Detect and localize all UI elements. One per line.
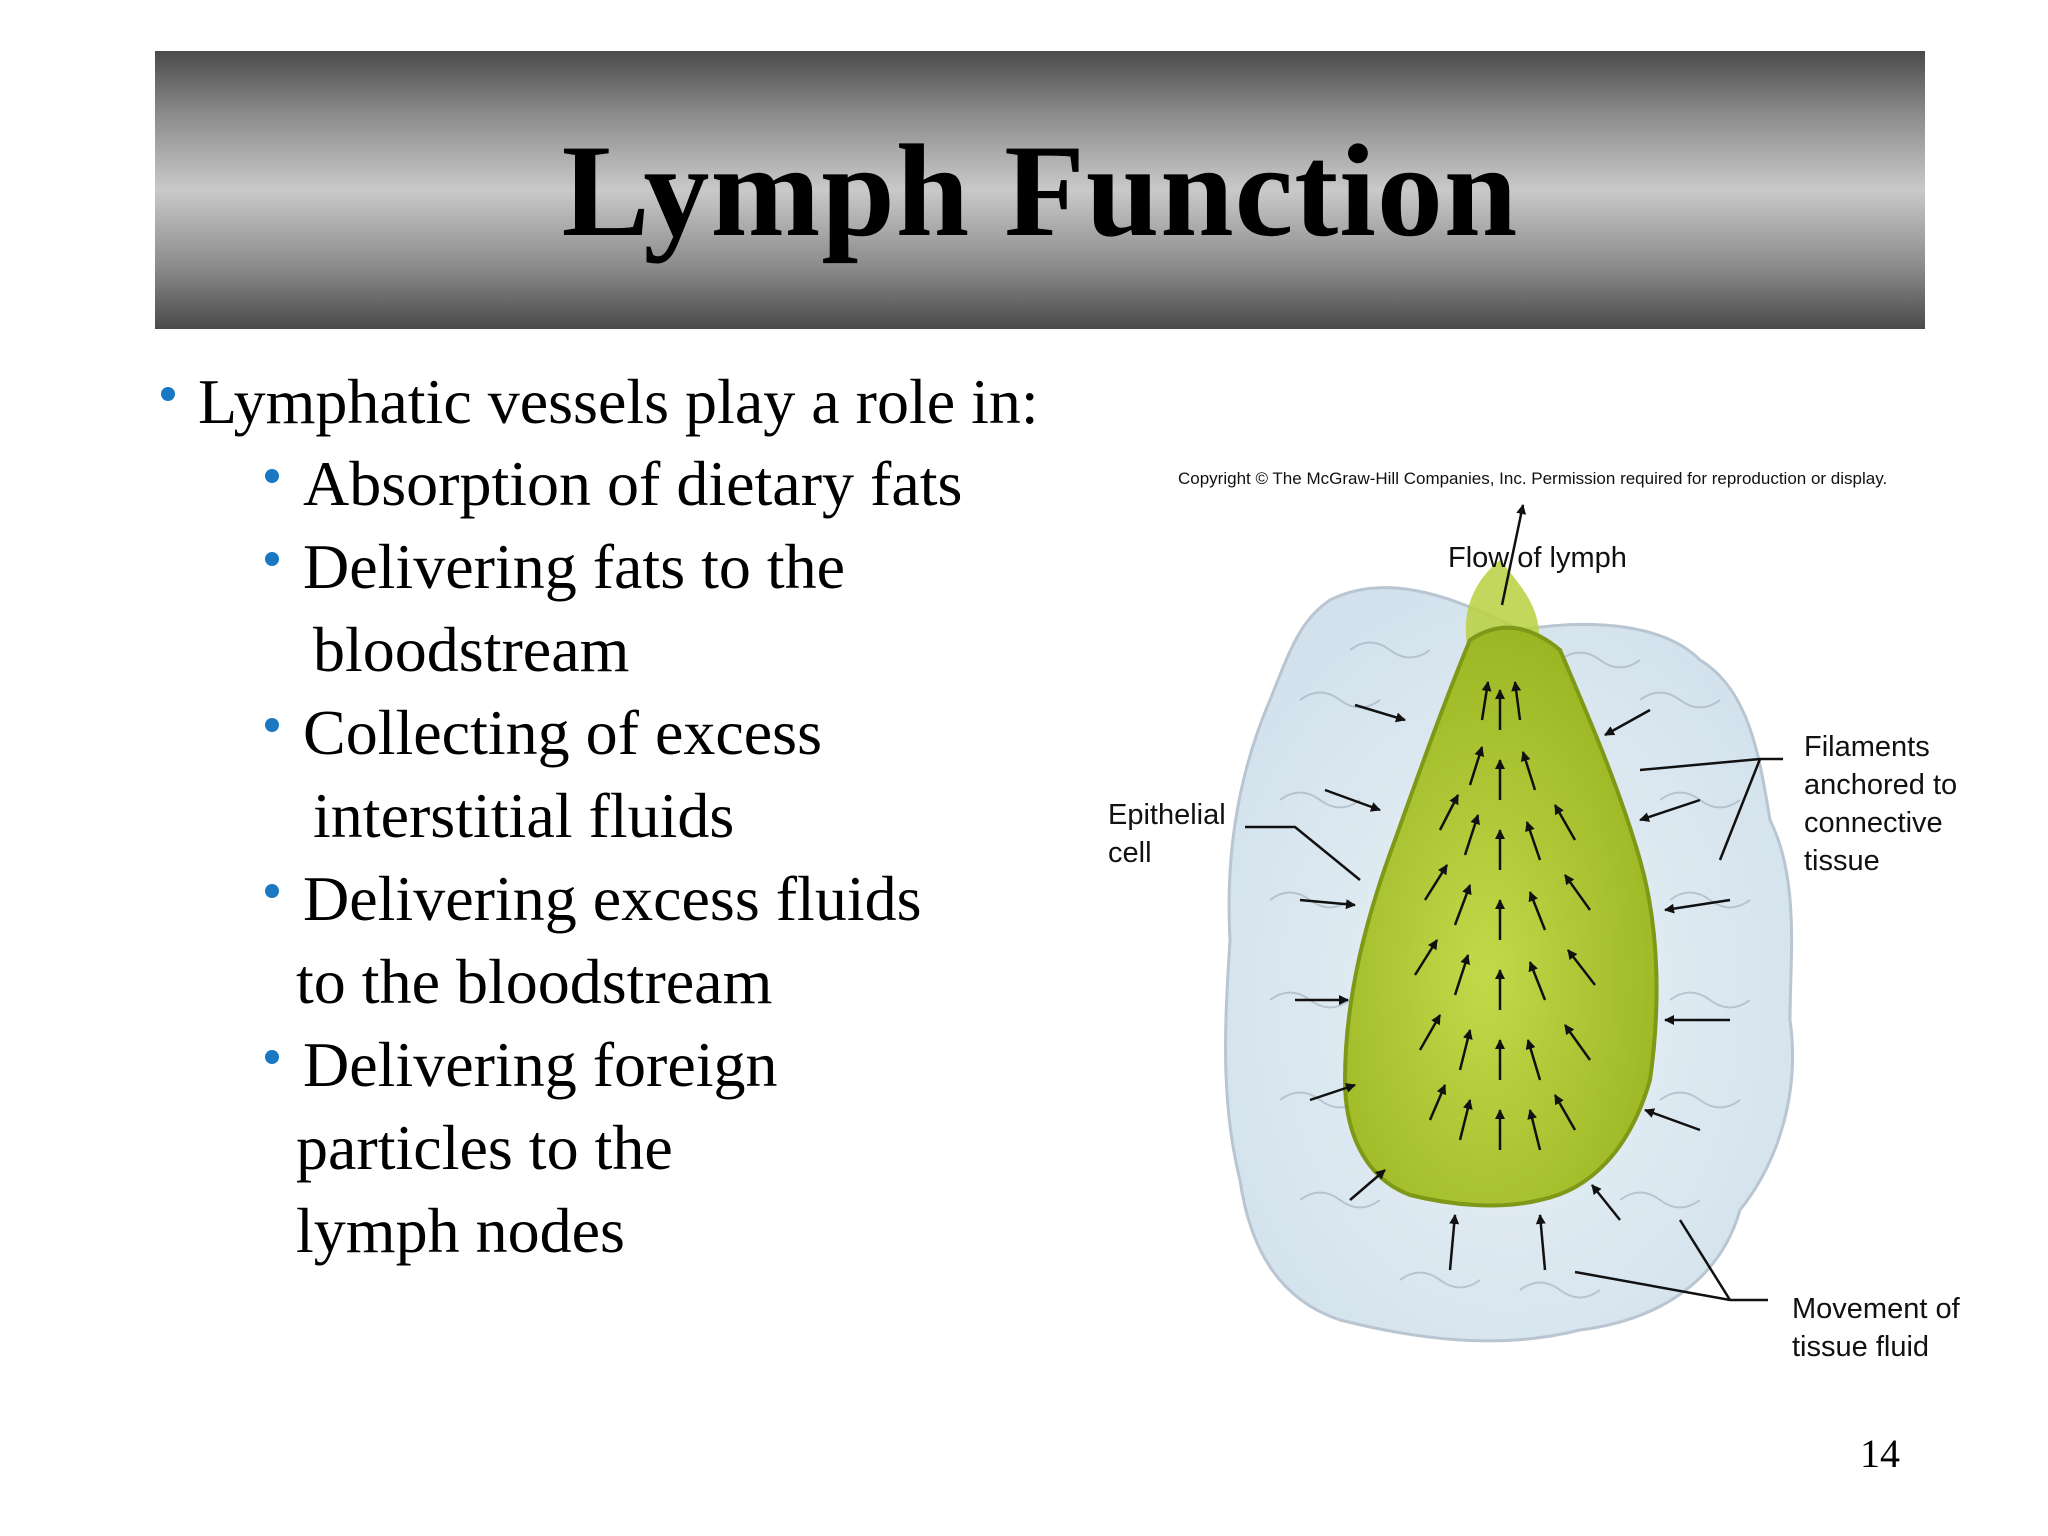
flow-arrows xyxy=(1413,681,1596,1151)
bullet-dot-main xyxy=(161,387,175,401)
bullet-dot-2 xyxy=(265,552,279,566)
slide-title: Lymph Function xyxy=(561,116,1519,264)
label-filaments: Filaments anchored to connective tissue xyxy=(1804,728,1957,880)
label-epithelial-cell: Epithelial cell xyxy=(1108,796,1226,872)
bullet-item-1: Absorption of dietary fats xyxy=(303,448,963,519)
label-movement-of-tissue-fluid: Movement of tissue fluid xyxy=(1792,1290,1960,1366)
bullet-item-2-line-2: bloodstream xyxy=(313,614,630,685)
title-bar: Lymph Function xyxy=(155,51,1925,329)
bullet-dot-4 xyxy=(265,884,279,898)
label-epithelial-line-1: Epithelial xyxy=(1108,799,1226,831)
bullet-dot-1 xyxy=(265,469,279,483)
bullet-dot-3 xyxy=(265,718,279,732)
bullet-item-3-line-2: interstitial fluids xyxy=(313,780,735,851)
label-filaments-line-4: tissue xyxy=(1804,845,1880,877)
page-number: 14 xyxy=(1860,1431,1900,1476)
label-movement-line-1: Movement of xyxy=(1792,1293,1960,1325)
label-filaments-line-1: Filaments xyxy=(1804,731,1930,763)
label-filaments-line-2: anchored to xyxy=(1804,769,1958,801)
label-filaments-line-3: connective xyxy=(1804,807,1943,839)
bullet-list: Lymphatic vessels play a role in: Absorp… xyxy=(0,0,1120,1300)
bullet-item-5-line-1: Delivering foreign xyxy=(303,1029,778,1100)
label-flow-of-lymph: Flow of lymph xyxy=(1448,542,1627,574)
label-movement-line-2: tissue fluid xyxy=(1792,1331,1930,1363)
label-epithelial-line-2: cell xyxy=(1108,837,1152,869)
bullet-item-4-line-1: Delivering excess fluids xyxy=(303,863,922,934)
tissue-texture xyxy=(1269,641,1751,1299)
bullet-item-5-line-2: particles to the xyxy=(296,1112,673,1183)
bullet-item-5-line-3: lymph nodes xyxy=(296,1195,625,1266)
bullet-item-2-line-1: Delivering fats to the xyxy=(303,531,846,602)
label-leaders xyxy=(1245,504,1783,1302)
bullet-main: Lymphatic vessels play a role in: xyxy=(198,366,1039,437)
tissue-fluid-arrows xyxy=(1295,703,1731,1271)
bullet-item-3-line-1: Collecting of excess xyxy=(303,697,822,768)
bullet-dot-5 xyxy=(265,1050,279,1064)
copyright-notice: Copyright © The McGraw-Hill Companies, I… xyxy=(1178,469,1888,488)
bullet-item-4-line-2: to the bloodstream xyxy=(296,946,773,1017)
